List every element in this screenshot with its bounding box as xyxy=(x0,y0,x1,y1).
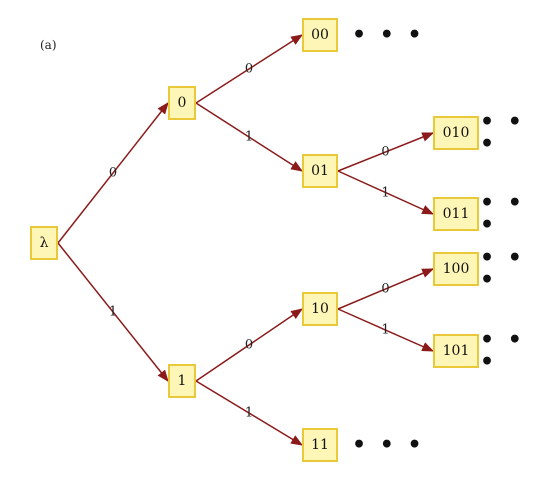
edge-label-n10-n101: 1 xyxy=(381,322,390,338)
node-n0: 0 xyxy=(168,86,196,120)
edge-n10-n100 xyxy=(337,268,435,310)
node-label: λ xyxy=(39,235,49,251)
node-n010: 010 xyxy=(433,116,479,150)
node-n01: 01 xyxy=(302,154,338,188)
edge-label-n0-n01: 1 xyxy=(244,129,254,145)
edge-label-n0-n00: 0 xyxy=(244,61,254,77)
node-label: 0 xyxy=(177,95,187,111)
continuation-dots: • • • xyxy=(480,245,525,293)
edge-root-n0 xyxy=(57,102,169,244)
node-label: 1 xyxy=(177,373,187,389)
node-n11: 11 xyxy=(302,428,338,462)
edge-label-n1-n10: 0 xyxy=(244,337,254,353)
edge-n0-n01 xyxy=(195,102,304,172)
node-n1: 1 xyxy=(168,364,196,398)
node-label: 11 xyxy=(311,437,329,453)
node-label: 100 xyxy=(442,261,470,277)
node-n101: 101 xyxy=(433,334,479,368)
node-n100: 100 xyxy=(433,252,479,286)
edge-n0-n00 xyxy=(195,34,304,104)
node-n10: 10 xyxy=(302,292,338,326)
edge-label-n01-n011: 1 xyxy=(381,185,390,200)
edge-label-n1-n11: 1 xyxy=(244,405,254,421)
edge-root-n1 xyxy=(57,242,169,382)
edge-n01-n011 xyxy=(337,170,435,215)
node-label: 010 xyxy=(442,125,470,141)
node-n011: 011 xyxy=(433,197,479,231)
edge-label-root-n1: 1 xyxy=(108,304,118,320)
continuation-dots: • • • xyxy=(352,22,425,48)
node-label: 01 xyxy=(311,163,329,179)
node-label: 10 xyxy=(311,301,329,317)
continuation-dots: • • • xyxy=(480,327,525,375)
node-label: 011 xyxy=(442,206,470,222)
edge-label-root-n0: 0 xyxy=(108,165,118,181)
edge-label-n10-n100: 0 xyxy=(381,281,390,297)
node-n00: 00 xyxy=(302,18,338,52)
node-root: λ xyxy=(30,226,58,260)
node-label: 00 xyxy=(311,27,329,43)
continuation-dots: • • • xyxy=(352,432,425,458)
panel-label: (a) xyxy=(40,38,57,52)
edge-n01-n010 xyxy=(337,132,435,172)
continuation-dots: • • • xyxy=(480,109,525,157)
node-label: 101 xyxy=(442,343,470,359)
edge-n1-n10 xyxy=(195,308,303,382)
edge-n1-n11 xyxy=(195,380,304,446)
edge-label-n01-n010: 0 xyxy=(381,144,390,160)
continuation-dots: • • • xyxy=(480,190,525,238)
edge-n10-n101 xyxy=(337,308,435,352)
